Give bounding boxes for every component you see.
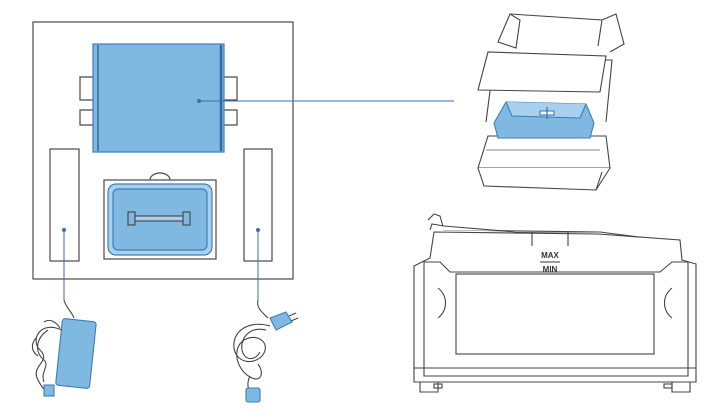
blue-filter-block: [92, 43, 225, 153]
water-tank-icon: MAX MIN: [413, 213, 697, 393]
power-cable-icon: [233, 299, 299, 403]
tank-max-label: MAX: [541, 251, 559, 260]
box-outline: [32, 21, 294, 280]
block-top-tabs: [79, 76, 238, 101]
power-adapter-icon: [31, 299, 97, 397]
open-box-icon: [477, 13, 625, 191]
packaging-top-view: [32, 21, 294, 280]
tray-outline: [103, 179, 217, 260]
handle-icon: [127, 211, 191, 226]
tank-min-label: MIN: [543, 265, 558, 274]
leader-dot: [197, 99, 201, 103]
leader-lines: [62, 99, 454, 300]
tray-notch: [149, 172, 171, 181]
block-bottom-tabs: [79, 109, 238, 126]
